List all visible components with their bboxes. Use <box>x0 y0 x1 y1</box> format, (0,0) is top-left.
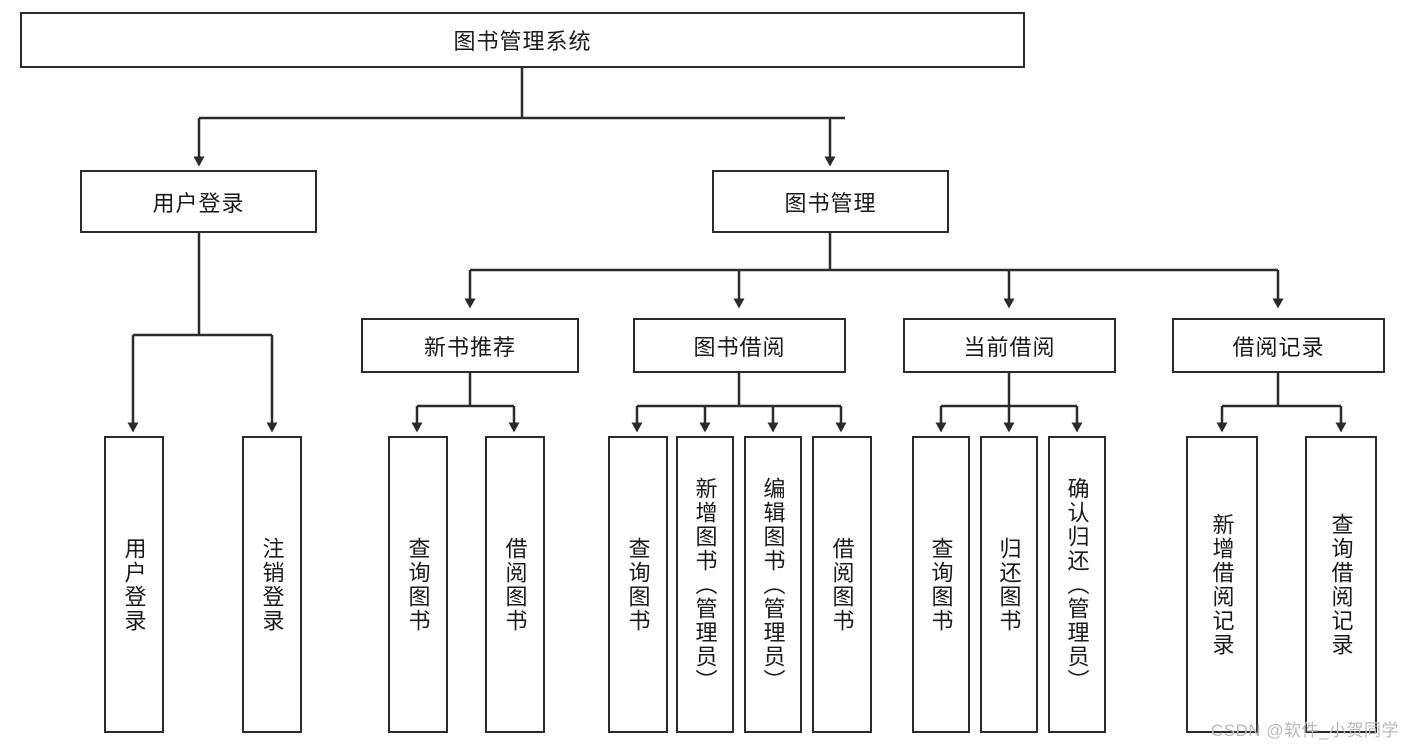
leaf-current-borrow-query-book[interactable]: 查询图书 <box>912 436 970 733</box>
node-label: 归还图书 <box>996 536 1022 633</box>
leaf-book-borrow-edit-book-admin[interactable]: 编辑图书（管理员） <box>744 436 802 733</box>
leaf-book-borrow-query-book[interactable]: 查询图书 <box>608 436 668 733</box>
node-label: 借阅图书 <box>829 536 855 633</box>
node-label: 借阅图书 <box>502 536 528 633</box>
leaf-new-book-query-book[interactable]: 查询图书 <box>388 436 448 733</box>
node-label: 图书管理 <box>784 190 877 216</box>
node-label: 查询图书 <box>928 536 954 633</box>
leaf-borrow-record-query-record[interactable]: 查询借阅记录 <box>1305 436 1377 733</box>
node-label: 查询借阅记录 <box>1328 512 1354 657</box>
node-label: 查询图书 <box>405 536 431 633</box>
node-label: 新增借阅记录 <box>1209 512 1235 657</box>
leaf-user-login-login[interactable]: 用户登录 <box>104 436 164 733</box>
node-label: 借阅记录 <box>1232 334 1325 360</box>
node-book-management[interactable]: 图书管理 <box>712 170 949 233</box>
node-label: 编辑图书（管理员） <box>760 476 786 693</box>
node-borrow-record[interactable]: 借阅记录 <box>1172 318 1385 373</box>
node-label: 查询图书 <box>625 536 651 633</box>
node-user-login[interactable]: 用户登录 <box>80 170 317 233</box>
node-label: 用户登录 <box>121 536 147 633</box>
node-root-book-management-system[interactable]: 图书管理系统 <box>20 12 1025 68</box>
node-label: 确认归还（管理员） <box>1064 476 1090 693</box>
node-label: 图书借阅 <box>693 334 786 360</box>
node-label: 当前借阅 <box>963 334 1056 360</box>
node-new-book-recommend[interactable]: 新书推荐 <box>361 318 579 373</box>
node-book-borrow[interactable]: 图书借阅 <box>633 318 846 373</box>
node-label: 注销登录 <box>259 536 285 633</box>
node-label: 用户登录 <box>152 190 245 216</box>
node-current-borrow[interactable]: 当前借阅 <box>903 318 1116 373</box>
node-label: 新书推荐 <box>423 334 516 360</box>
leaf-current-borrow-confirm-return-admin[interactable]: 确认归还（管理员） <box>1048 436 1106 733</box>
leaf-user-login-logout[interactable]: 注销登录 <box>242 436 302 733</box>
leaf-borrow-record-add-record[interactable]: 新增借阅记录 <box>1186 436 1258 733</box>
leaf-book-borrow-add-book-admin[interactable]: 新增图书（管理员） <box>676 436 734 733</box>
leaf-book-borrow-borrow-book[interactable]: 借阅图书 <box>812 436 872 733</box>
leaf-current-borrow-return-book[interactable]: 归还图书 <box>980 436 1038 733</box>
node-label: 图书管理系统 <box>453 29 592 54</box>
node-label: 新增图书（管理员） <box>692 476 718 693</box>
watermark-text: CSDN @软件_小贺同学 <box>1210 721 1399 740</box>
leaf-new-book-borrow-book[interactable]: 借阅图书 <box>485 436 545 733</box>
